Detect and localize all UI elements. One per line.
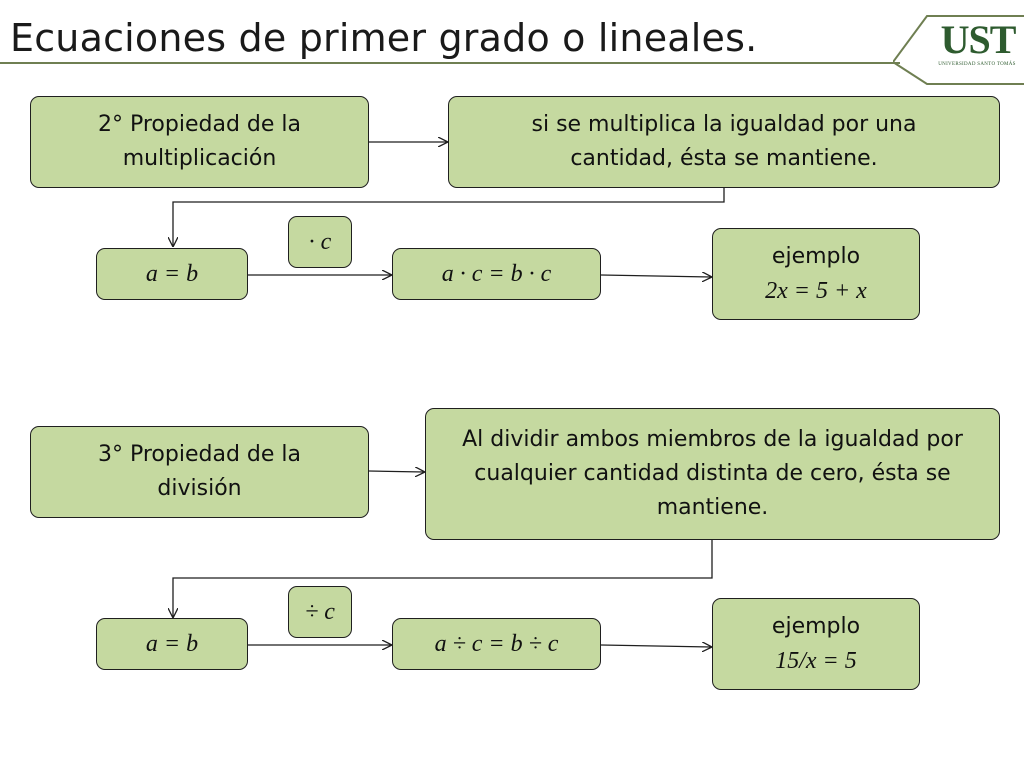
equality-text-2: a = b — [145, 631, 199, 657]
description-division-box: Al dividir ambos miembros de la igualdad… — [425, 408, 1000, 540]
example-multiplication-box: ejemplo 2x = 5 + x — [712, 228, 920, 320]
example-division-box: ejemplo 15/x = 5 — [712, 598, 920, 690]
property-multiplication-label: 2° Propiedad de la multiplicación — [98, 112, 301, 171]
property-division-box: 3° Propiedad de la división — [30, 426, 369, 518]
arrow-property-to-description-2 — [368, 471, 424, 472]
operator-multiply-text: · c — [308, 229, 332, 255]
result-multiplication-box: a · c = b · c — [392, 248, 601, 300]
equality-box-2: a = b — [96, 618, 248, 670]
example-equation-2: 15/x = 5 — [775, 648, 857, 674]
ust-logo-icon — [893, 15, 1024, 85]
arrow-description-to-equality-2 — [173, 540, 713, 617]
slide-title: Ecuaciones de primer grado o lineales. — [10, 16, 758, 60]
arrow-result-to-example-2 — [600, 645, 711, 647]
title-underline — [0, 62, 900, 64]
operator-divide-box: ÷ c — [288, 586, 352, 638]
description-division-text: Al dividir ambos miembros de la igualdad… — [462, 427, 963, 520]
logo-text: UST — [940, 17, 1017, 62]
example-label-1: ejemplo — [771, 244, 861, 269]
result-multiplication-text: a · c = b · c — [441, 261, 552, 287]
property-division-label: 3° Propiedad de la división — [98, 442, 301, 501]
result-division-text: a ÷ c = b ÷ c — [434, 631, 559, 657]
result-division-box: a ÷ c = b ÷ c — [392, 618, 601, 670]
example-equation-1: 2x = 5 + x — [765, 278, 867, 304]
arrow-description-to-equality-1 — [173, 188, 725, 246]
equality-text-1: a = b — [145, 261, 199, 287]
description-multiplication-box: si se multiplica la igualdad por una can… — [448, 96, 1000, 188]
operator-multiply-box: · c — [288, 216, 352, 268]
description-multiplication-text: si se multiplica la igualdad por una can… — [531, 112, 917, 171]
operator-divide-text: ÷ c — [305, 599, 335, 625]
equality-box-1: a = b — [96, 248, 248, 300]
logo-subtitle: UNIVERSIDAD SANTO TOMÁS — [938, 62, 1016, 67]
arrow-result-to-example-1 — [600, 275, 711, 277]
property-multiplication-box: 2° Propiedad de la multiplicación — [30, 96, 369, 188]
example-label-2: ejemplo — [771, 614, 861, 639]
